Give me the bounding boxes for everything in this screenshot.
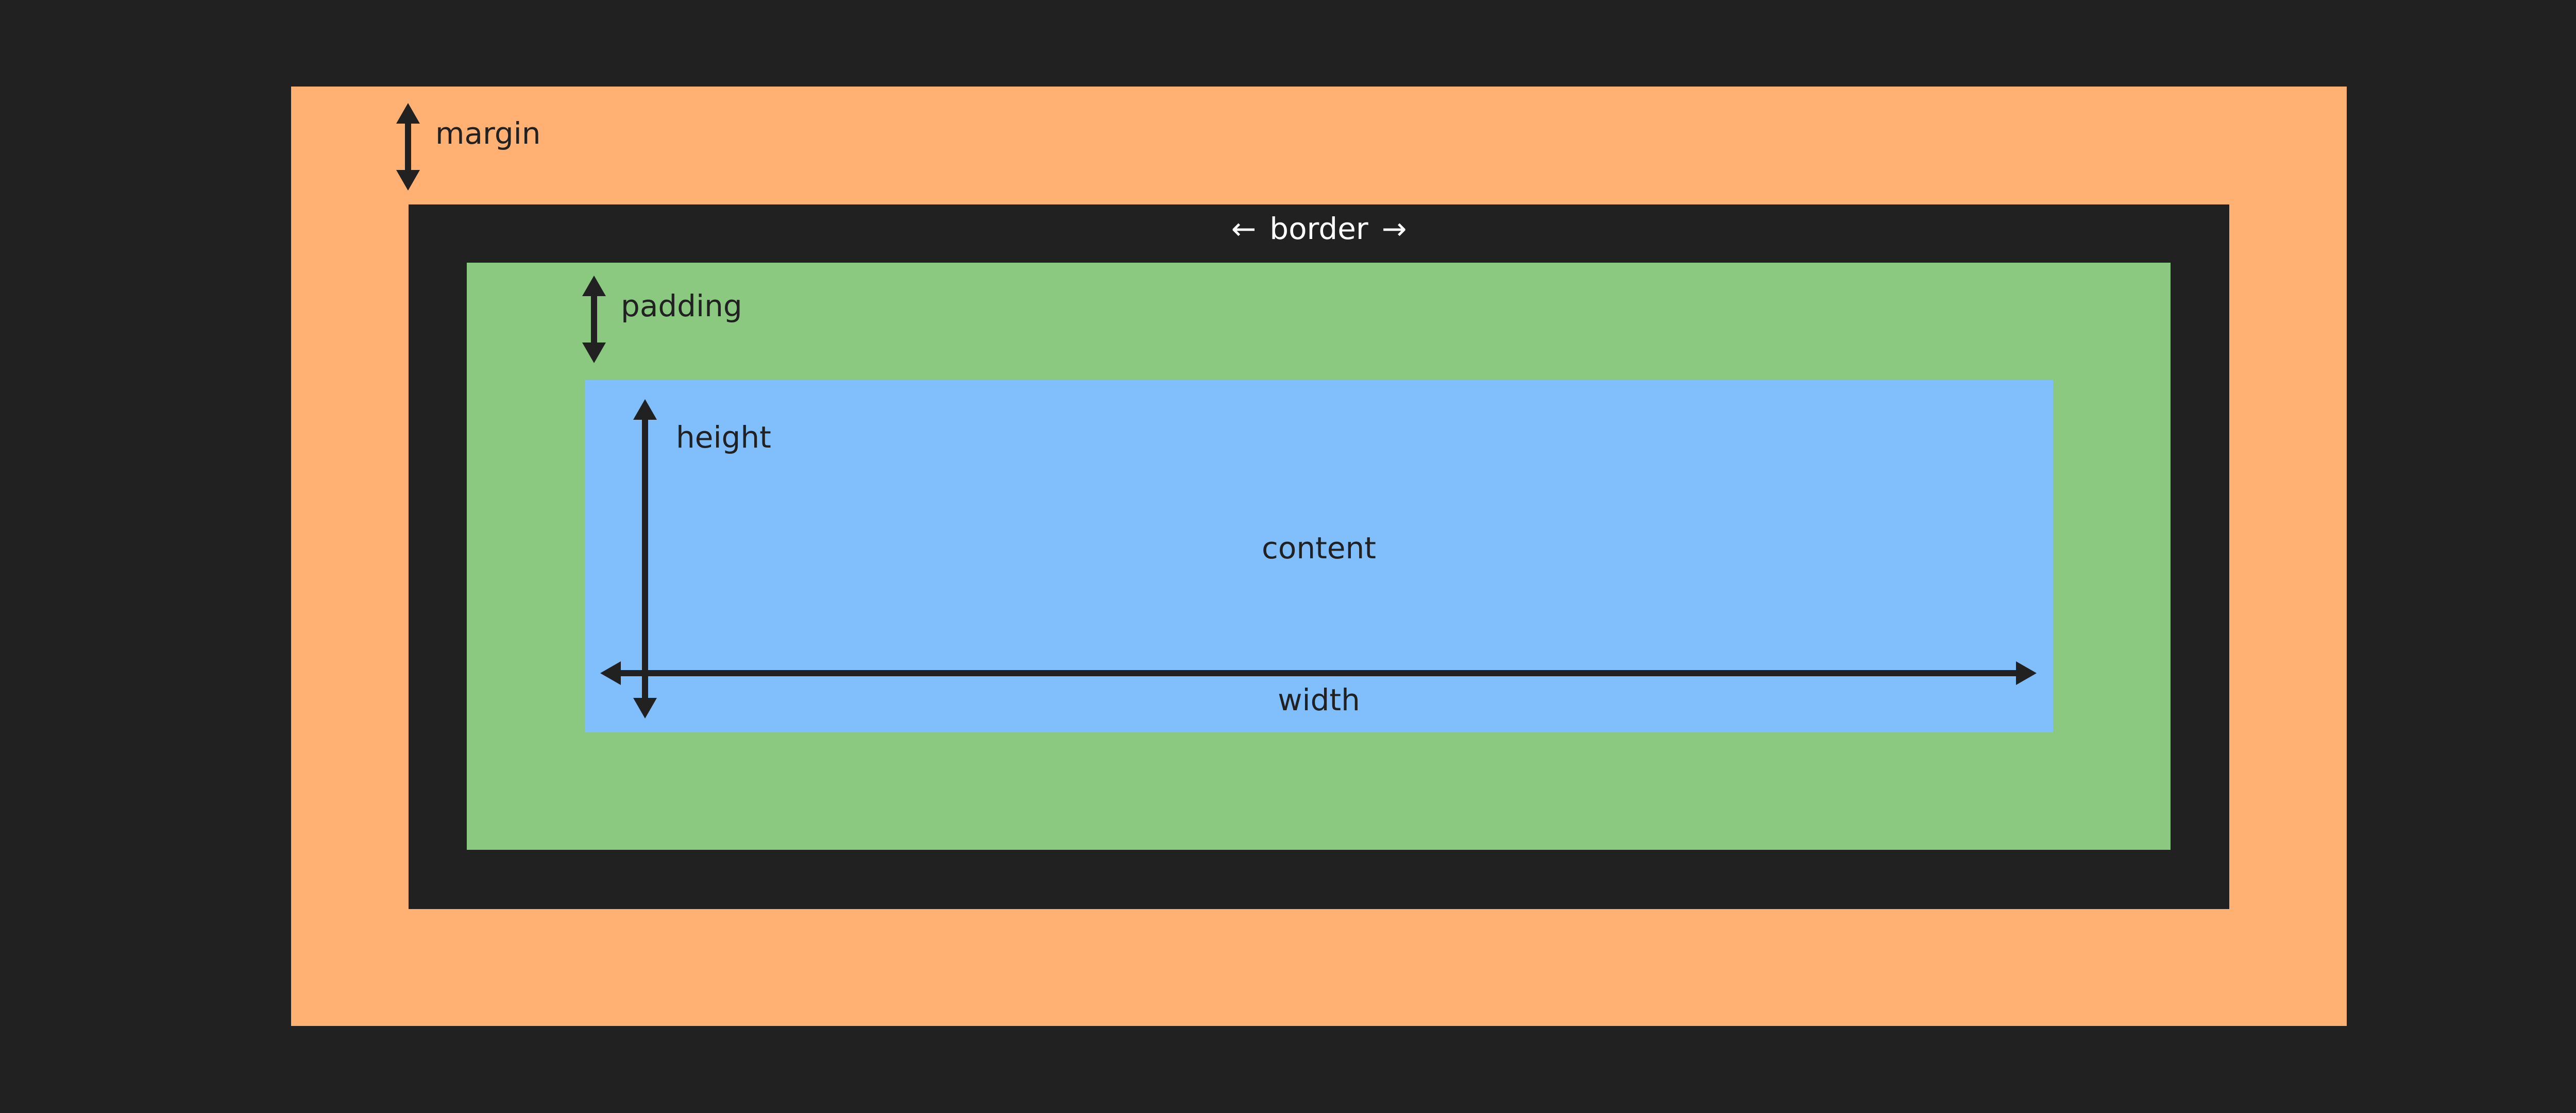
padding-label: padding [621,288,742,323]
content-label: content [1261,530,1377,566]
border-left-arrow-icon: ← [1231,211,1257,246]
border-label: ← border → [409,214,2229,244]
border-right-arrow-icon: → [1381,211,1407,246]
width-label: width [1278,682,1360,717]
border-label-text: border [1269,211,1368,246]
margin-region [291,87,2347,1026]
border-region [409,204,2229,909]
margin-label: margin [435,116,541,151]
height-label: height [676,420,771,455]
